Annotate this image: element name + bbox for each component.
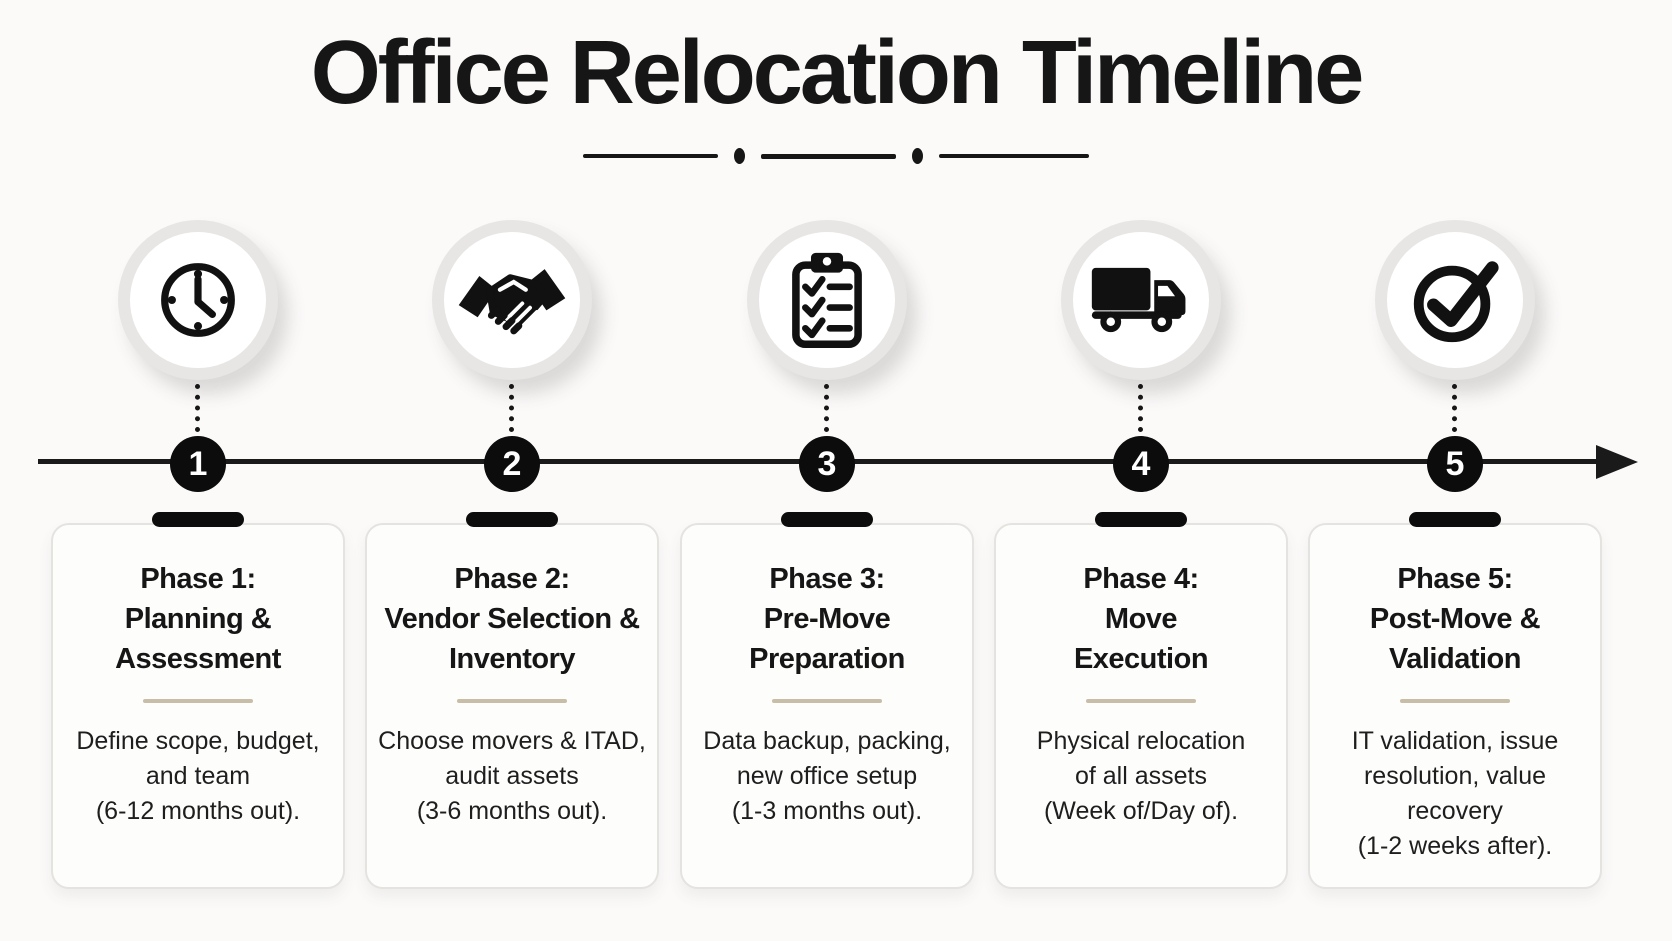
moving-truck-icon: [1091, 267, 1186, 333]
phase-number: 1: [188, 444, 208, 483]
phase-3-icon-badge: [747, 220, 907, 380]
phase-5-description: IT validation, issue resolution, value r…: [1351, 727, 1559, 860]
phase-2-description: Choose movers & ITAD, audit assets (3-6 …: [378, 727, 646, 825]
phase-1-title: Phase 1: Planning & Assessment: [115, 563, 281, 675]
phase-2-number-marker: 2: [484, 436, 540, 492]
phase-5-card: Phase 5: Post-Move & Validation IT valid…: [1308, 523, 1602, 889]
phase-2-title: Phase 2: Vendor Selection & Inventory: [384, 563, 640, 675]
ornament-dot: [912, 148, 923, 164]
phase-4-description: Physical relocation of all assets (Week …: [1036, 727, 1246, 825]
page-title: Office Relocation Timeline: [310, 23, 1365, 123]
phase-4-icon-badge: [1061, 220, 1221, 380]
ornament-dot: [734, 148, 745, 164]
ornament-line: [583, 154, 718, 158]
phase-number: 2: [502, 444, 522, 483]
phase-4-title: Phase 4: Move Execution: [1073, 563, 1209, 675]
card-top-tab: [466, 512, 558, 527]
card-accent-divider: [143, 699, 253, 703]
card-top-tab: [1409, 512, 1501, 527]
card-top-tab: [152, 512, 244, 527]
phase-3-number-marker: 3: [799, 436, 855, 492]
dotted-connector: [1452, 384, 1457, 432]
ornament-line: [761, 153, 896, 159]
card-accent-divider: [1086, 699, 1196, 703]
phase-4-number-marker: 4: [1113, 436, 1169, 492]
card-accent-divider: [457, 699, 567, 703]
check-circle-icon: [1413, 261, 1499, 343]
phase-2-icon-badge: [432, 220, 592, 380]
card-accent-divider: [1400, 699, 1510, 703]
handshake-icon: [458, 269, 566, 335]
dotted-connector: [1138, 384, 1143, 432]
phase-5-number-marker: 5: [1427, 436, 1483, 492]
card-top-tab: [1095, 512, 1187, 527]
phase-3-title: Phase 3: Pre-Move Preparation: [749, 563, 905, 675]
dotted-connector: [824, 384, 829, 432]
phase-1-number-marker: 1: [170, 436, 226, 492]
clock-icon: [161, 263, 235, 337]
dotted-connector: [195, 384, 200, 432]
phase-number: 3: [817, 444, 837, 483]
phase-number: 4: [1131, 444, 1151, 483]
phase-1-card: Phase 1: Planning & Assessment Define sc…: [51, 523, 345, 889]
phase-2-card: Phase 2: Vendor Selection & Inventory Ch…: [365, 523, 659, 889]
checklist-clipboard-icon: [792, 252, 862, 349]
card-top-tab: [781, 512, 873, 527]
phase-1-description: Define scope, budget, and team (6-12 mon…: [76, 727, 320, 825]
phase-3-card: Phase 3: Pre-Move Preparation Data backu…: [680, 523, 974, 889]
phase-number: 5: [1445, 444, 1465, 483]
card-accent-divider: [772, 699, 882, 703]
phase-5-icon-badge: [1375, 220, 1535, 380]
timeline-arrowhead-icon: [1596, 445, 1638, 479]
ornament-line: [939, 154, 1089, 158]
dotted-connector: [509, 384, 514, 432]
phase-1-icon-badge: [118, 220, 278, 380]
phase-3-description: Data backup, packing, new office setup (…: [703, 727, 951, 825]
title-divider-ornament: [0, 148, 1672, 164]
phase-5-title: Phase 5: Post-Move & Validation: [1369, 563, 1541, 675]
phase-4-card: Phase 4: Move Execution Physical relocat…: [994, 523, 1288, 889]
